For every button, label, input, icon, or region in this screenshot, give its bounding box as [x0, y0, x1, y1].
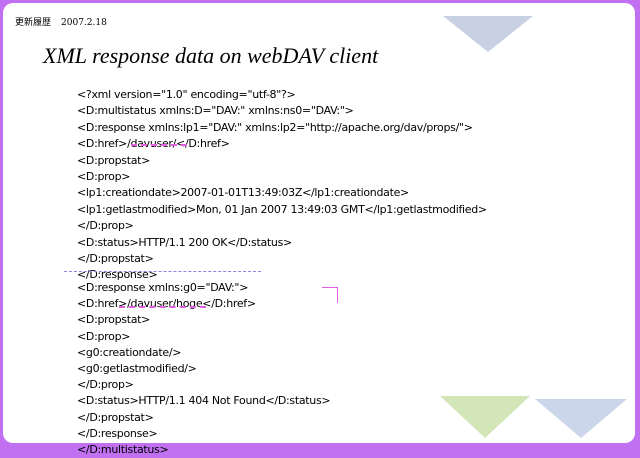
- code-line: <lp1:creationdate>2007-01-01T13:49:03Z</…: [77, 186, 409, 200]
- code-line: <g0:creationdate/>: [77, 345, 182, 359]
- code-line: <lp1:getlastmodified>Mon, 01 Jan 2007 13…: [77, 202, 487, 216]
- slide-title: XML response data on webDAV client: [43, 43, 379, 68]
- code-line: <D:prop>: [77, 329, 131, 343]
- code-line: </D:propstat>: [77, 251, 154, 265]
- code-line: <D:propstat>: [77, 153, 151, 167]
- code-line: <D:href>/davuser/hoge</D:href>: [77, 297, 256, 311]
- triangle-decoration-green: [440, 396, 530, 438]
- code-line: </D:prop>: [77, 378, 134, 392]
- header-label: 更新履歴: [15, 18, 52, 28]
- code-line: </D:propstat>: [77, 410, 154, 424]
- code-line: </D:response>: [77, 426, 158, 440]
- code-line: </D:multistatus>: [77, 442, 169, 456]
- href-highlight-2: [119, 306, 206, 308]
- code-line: <D:multistatus xmlns:D="DAV:" xmlns:ns0=…: [77, 104, 354, 118]
- header-date: 2007.2.18: [61, 18, 107, 28]
- href-highlight-1: [131, 144, 187, 146]
- code-line: <D:href>/davuser/</D:href>: [77, 137, 230, 151]
- code-line: <D:response xmlns:g0="DAV:">: [77, 281, 249, 294]
- code-line: <D:propstat>: [77, 313, 151, 327]
- code-line: </D:prop>: [77, 219, 134, 233]
- code-line: <D:prop>: [77, 169, 131, 183]
- code-line: <D:status>HTTP/1.1 404 Not Found</D:stat…: [77, 394, 331, 408]
- code-line: <D:status>HTTP/1.1 200 OK</D:status>: [77, 235, 292, 249]
- header: 更新履歴 2007.2.18: [15, 15, 117, 28]
- triangle-decoration-top: [443, 16, 533, 52]
- separator-line: [64, 271, 261, 272]
- code-line: <g0:getlastmodified/>: [77, 361, 197, 375]
- code-line: <?xml version="1.0" encoding="utf-8"?>: [77, 88, 296, 101]
- code-block-1: <?xml version="1.0" encoding="utf-8"?> <…: [77, 87, 487, 284]
- slide: 更新履歴 2007.2.18 XML response data on webDA…: [3, 3, 635, 456]
- code-line: <D:response xmlns:lp1="DAV:" xmlns:lp2="…: [77, 120, 473, 134]
- corner-mark: [322, 287, 338, 303]
- triangle-decoration-blue: [535, 399, 627, 438]
